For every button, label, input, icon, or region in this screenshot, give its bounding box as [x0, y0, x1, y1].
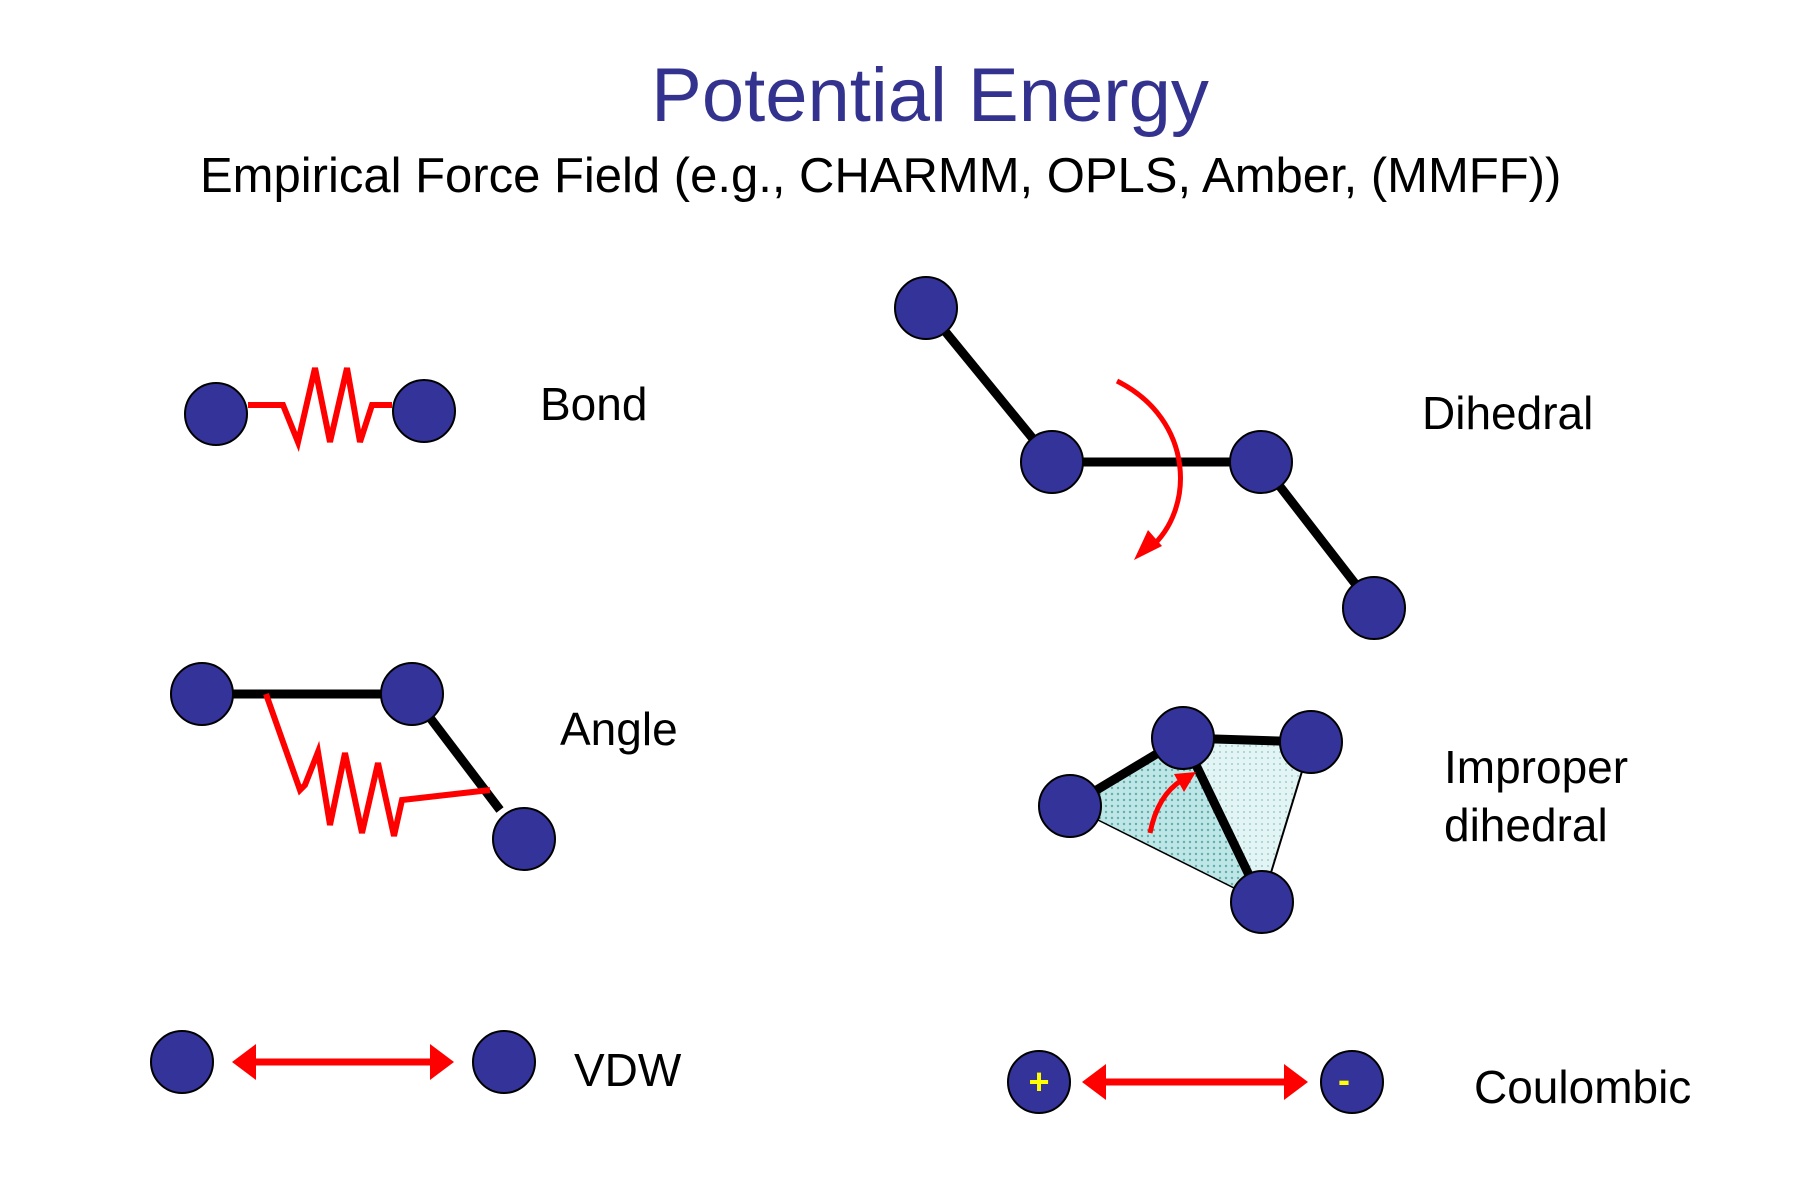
atom: [1151, 706, 1215, 770]
dihedral-bond: [922, 305, 1056, 465]
atom: [1342, 576, 1406, 640]
atom: [894, 276, 958, 340]
vdw-illustration: [150, 1030, 536, 1094]
bond-label: Bond: [540, 378, 648, 430]
positive-charge-sign: +: [1028, 1061, 1049, 1102]
atom: [1230, 870, 1294, 934]
angle-illustration: [170, 662, 556, 871]
improper-dihedral-label: Improper dihedral: [1444, 738, 1628, 854]
improper-rotation-arrow-head: [1174, 772, 1196, 792]
page-subtitle: Empirical Force Field (e.g., CHARMM, OPL…: [200, 149, 1562, 203]
atom: [492, 807, 556, 871]
coulombic-arrow-head-left: [1082, 1064, 1106, 1100]
improper-label-line1: Improper: [1444, 741, 1629, 793]
angle-spring: [263, 692, 491, 837]
atom: [150, 1030, 214, 1094]
atom: [184, 382, 248, 446]
negative-ion: [1320, 1050, 1384, 1114]
coulombic-arrow-head-right: [1284, 1064, 1308, 1100]
atom: [1229, 430, 1293, 494]
atom: [1279, 710, 1343, 774]
vdw-arrow-head-left: [232, 1044, 256, 1080]
vdw-label: VDW: [574, 1044, 682, 1096]
positive-ion: [1007, 1050, 1071, 1114]
negative-charge-sign: -: [1338, 1059, 1350, 1100]
atom: [380, 662, 444, 726]
atom: [472, 1030, 536, 1094]
dihedral-illustration: [894, 276, 1406, 640]
atom: [1020, 430, 1084, 494]
coulombic-illustration: + -: [1007, 1050, 1384, 1114]
page-title: Potential Energy: [651, 53, 1209, 138]
dihedral-rotation-arrow-head: [1134, 530, 1162, 560]
angle-label: Angle: [560, 703, 678, 755]
dihedral-label: Dihedral: [1422, 387, 1594, 439]
atom: [170, 662, 234, 726]
improper-label-line2: dihedral: [1444, 799, 1608, 851]
improper-rotation-arrow: [1147, 777, 1184, 834]
bond-spring: [248, 367, 392, 452]
atom: [1038, 774, 1102, 838]
bond-illustration: [184, 367, 456, 452]
coulombic-label: Coulombic: [1474, 1061, 1692, 1113]
vdw-arrow-head-right: [430, 1044, 454, 1080]
dihedral-rotation-arrow: [1115, 378, 1183, 550]
improper-dihedral-illustration: [1038, 706, 1343, 934]
atom: [392, 379, 456, 443]
